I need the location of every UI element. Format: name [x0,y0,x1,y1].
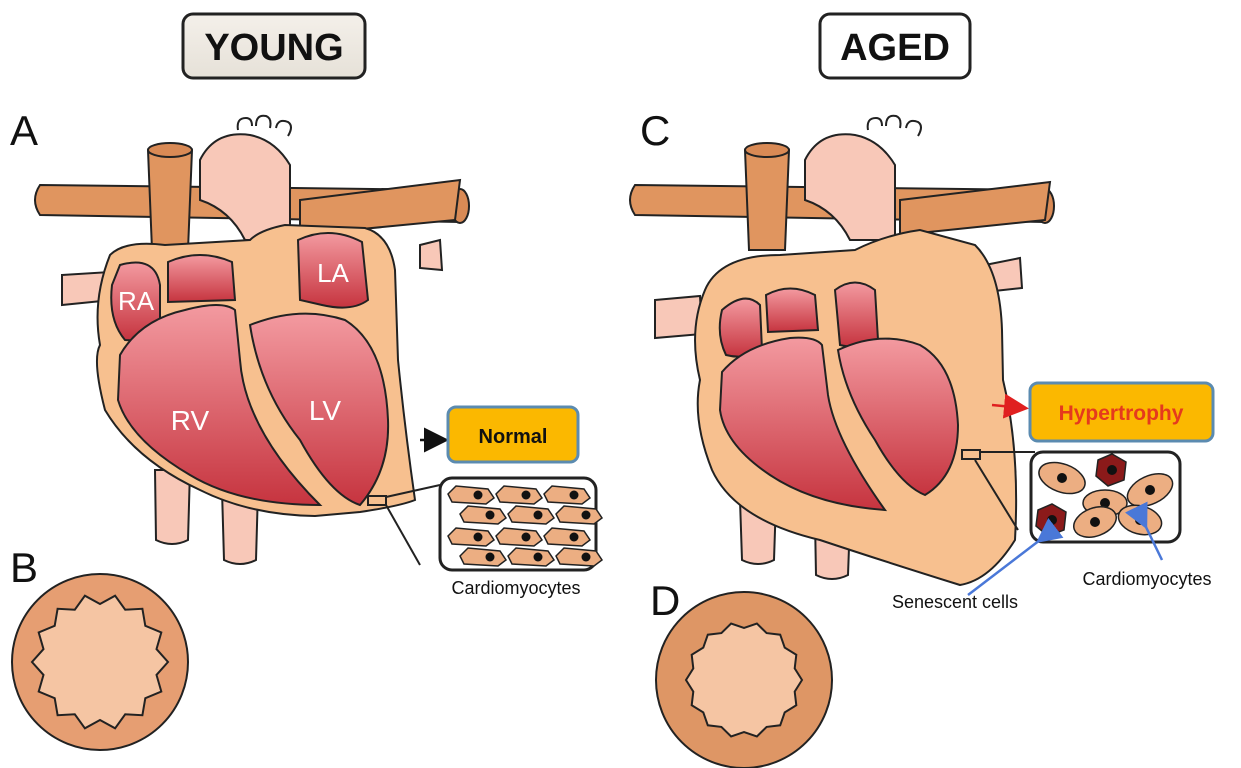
young-cardiomyocyte [460,506,506,524]
young-cardiomyocyte [508,506,554,524]
young-cardiomyocyte [508,548,554,566]
aged-heart [630,116,1054,585]
normal-label-box: Normal [448,407,578,462]
letter-a: A [10,107,38,154]
letter-b: B [10,544,38,591]
young-cardiomyocyte [448,486,494,504]
young-cardiomyocyte [556,548,602,566]
young-cardiomyocyte [556,506,602,524]
label-lv: LV [309,395,341,426]
aged-panel: AGED C [630,14,1213,768]
young-cells-label: Cardiomyocytes [451,578,580,598]
senescent-label: Senescent cells [892,592,1018,612]
aged-cells-box [1031,452,1180,543]
young-cardiomyocyte [496,528,542,546]
young-heart: RA LA RV LV [35,116,469,564]
label-la: LA [317,258,349,288]
aged-cells-label: Cardiomyocytes [1082,569,1211,589]
young-cardiomyocyte [544,486,590,504]
young-cardiomyocyte [460,548,506,566]
label-rv: RV [171,405,210,436]
letter-c: C [640,107,670,154]
young-cells-box [440,478,602,570]
hypertrophy-label: Hypertrophy [1059,402,1184,425]
label-ra: RA [118,286,155,316]
young-cardiomyocyte [544,528,590,546]
aged-title-box: AGED [820,14,970,78]
normal-label: Normal [479,426,548,448]
aged-vessel [656,592,832,768]
young-panel: YOUNG A [10,14,602,750]
aged-title: AGED [840,27,950,69]
letter-d: D [650,577,680,624]
young-cardiomyocyte [496,486,542,504]
young-title-box: YOUNG [183,14,365,78]
young-title: YOUNG [204,27,343,69]
young-cardiomyocyte [448,528,494,546]
young-vessel [12,574,188,750]
hypertrophy-label-box: Hypertrophy [1030,383,1213,441]
